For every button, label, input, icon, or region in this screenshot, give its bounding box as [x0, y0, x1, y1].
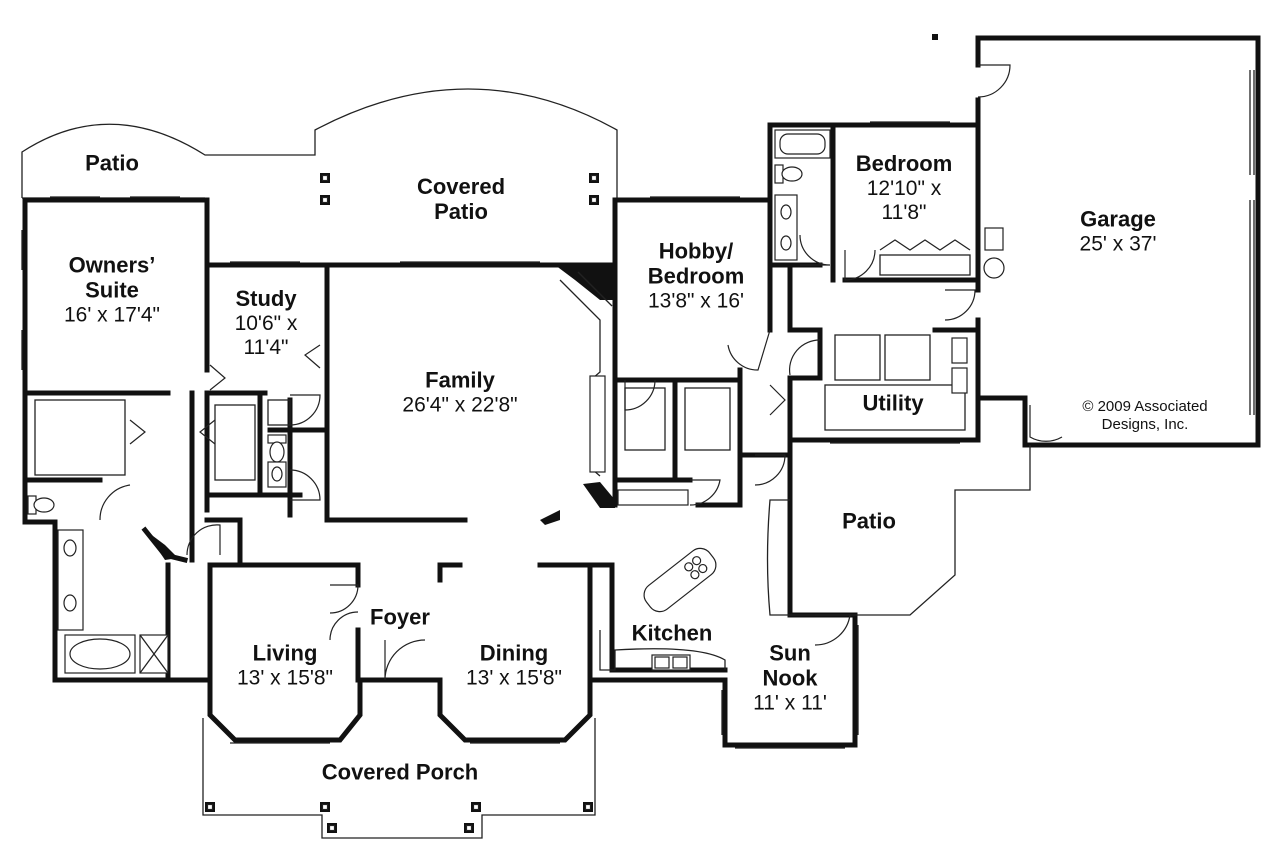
covered-patio-name-line2: Patio	[434, 199, 488, 224]
room-label-owners-suite: Owners’ Suite 16' x 17'4"	[63, 252, 161, 326]
hobby-bedroom-name-line1: Hobby/	[658, 238, 734, 264]
owners-suite-name-line1: Owners’	[68, 252, 156, 278]
living-name: Living	[252, 640, 318, 666]
owners-suite-name-line2: Suite	[85, 277, 139, 303]
copyright-notice: © 2009 Associated Designs, Inc.	[1082, 398, 1207, 434]
room-label-bedroom: Bedroom 12'10" x 11'8"	[855, 150, 953, 224]
porch-outline	[202, 718, 596, 839]
windows	[21, 121, 960, 749]
copyright-line1: © 2009 Associated	[1082, 398, 1208, 415]
patio-posts	[320, 173, 599, 205]
hobby-bedroom-dims: 13'8" x 16'	[647, 289, 745, 312]
patio-left-name: Patio	[85, 150, 139, 176]
study-name: Study	[235, 285, 297, 311]
fixtures	[27, 70, 1255, 674]
room-label-kitchen: Kitchen	[631, 620, 713, 647]
room-label-study: Study 10'6" x 11'4"	[234, 285, 298, 359]
bedroom-dims-line1: 12'10" x	[866, 176, 942, 200]
hobby-bedroom-name-line2: Bedroom	[647, 263, 745, 289]
covered-patio-name-line1: Covered	[416, 174, 506, 200]
room-label-patio-left: Patio	[85, 150, 139, 177]
room-label-dining: Dining 13' x 15'8"	[465, 640, 563, 691]
rear-patio-outline	[21, 88, 618, 199]
dining-name: Dining	[479, 640, 549, 666]
garage-name: Garage	[1080, 206, 1156, 232]
room-label-covered-porch: Covered Porch	[321, 759, 479, 786]
room-label-utility: Utility	[862, 390, 924, 417]
study-dims-line1: 10'6" x	[234, 311, 298, 335]
bedroom-dims-line2: 11'8"	[881, 200, 927, 224]
sun-nook-name-line1: Sun	[769, 640, 811, 666]
room-label-living: Living 13' x 15'8"	[236, 640, 334, 691]
room-label-sun-nook: Sun Nook 11' x 11'	[753, 640, 827, 714]
family-dims: 26'4" x 22'8"	[402, 393, 518, 417]
room-label-foyer: Foyer	[370, 604, 430, 631]
sun-nook-dims: 11' x 11'	[753, 691, 827, 714]
dining-dims: 13' x 15'8"	[465, 666, 563, 690]
room-label-family: Family 26'4" x 22'8"	[402, 367, 518, 418]
room-label-patio-right: Patio	[842, 508, 896, 535]
sun-nook-name-line2: Nook	[762, 665, 818, 691]
patio-right-name: Patio	[842, 508, 896, 534]
kitchen-name: Kitchen	[631, 620, 713, 646]
bifold-doors	[129, 239, 971, 445]
doors	[99, 64, 1063, 681]
room-label-garage: Garage 25' x 37'	[1079, 206, 1157, 257]
room-label-hobby-bedroom: Hobby/ Bedroom 13'8" x 16'	[647, 238, 745, 312]
garage-dims: 25' x 37'	[1079, 232, 1157, 256]
owners-suite-dims: 16' x 17'4"	[63, 303, 161, 326]
walls	[22, 34, 1261, 748]
right-patio-outline	[766, 445, 1031, 616]
foyer-name: Foyer	[370, 604, 430, 630]
bedroom-name: Bedroom	[855, 150, 953, 176]
living-dims: 13' x 15'8"	[236, 666, 334, 690]
copyright-line2: Designs, Inc.	[1101, 416, 1189, 433]
study-dims-line2: 11'4"	[243, 335, 289, 359]
covered-porch-name: Covered Porch	[321, 759, 479, 785]
utility-name: Utility	[862, 390, 924, 416]
family-name: Family	[425, 367, 495, 393]
room-label-covered-patio: Covered Patio	[416, 174, 506, 225]
